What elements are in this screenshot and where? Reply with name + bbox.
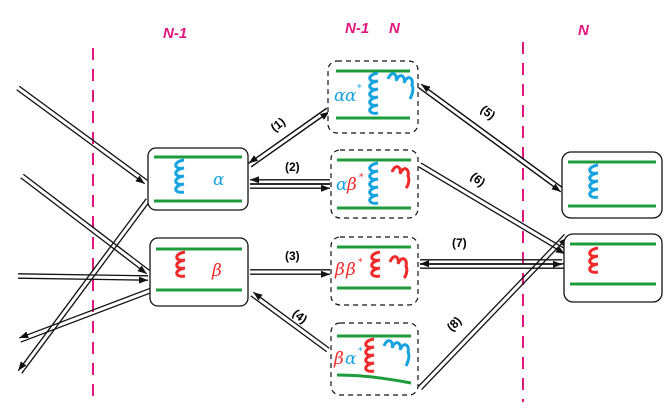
arrow-label-6: (6) xyxy=(468,169,488,189)
arrow-8 xyxy=(421,237,569,390)
gluon-red-icon xyxy=(175,250,186,278)
gluon-red-arc-icon xyxy=(388,255,409,280)
mid-label-a: β xyxy=(334,260,345,280)
arrow-label-8: (8) xyxy=(444,314,464,334)
arrows xyxy=(16,83,569,390)
mid-box-ba: β α * xyxy=(330,322,419,396)
header-mid-left: N-1 xyxy=(345,20,369,37)
arrow-out-1 xyxy=(21,200,151,374)
arrow-in-beta xyxy=(20,177,148,275)
arrow-in-flat xyxy=(17,276,148,284)
left-box-alpha: α xyxy=(147,147,249,211)
mid-label-a: β xyxy=(333,349,344,369)
arrow-8 xyxy=(417,234,565,387)
arrow-4 xyxy=(252,291,330,349)
gluon-red-icon xyxy=(588,246,599,274)
arrow-out-2 xyxy=(18,287,152,339)
arrow-6 xyxy=(418,166,566,255)
arrow-label-7: (7) xyxy=(452,236,467,250)
right-box-red xyxy=(563,233,663,303)
mid-box-aa: α α * xyxy=(327,60,419,134)
arrow-label-1: (1) xyxy=(268,115,288,135)
gluon-red-icon xyxy=(370,250,381,278)
arrow-label-4: (4) xyxy=(290,306,310,326)
right-box-blue xyxy=(561,151,663,219)
gluon-red-icon xyxy=(364,337,375,373)
mid-box-ab: α β * xyxy=(330,149,419,219)
gluon-blue-arc-icon xyxy=(386,72,415,100)
arrow-in-alpha xyxy=(18,85,148,181)
arrow-5-back xyxy=(418,87,562,193)
arrow-5-back xyxy=(420,83,564,189)
star-label: * xyxy=(358,347,363,357)
beta-label: β xyxy=(211,261,222,281)
mid-label-a: α xyxy=(334,86,346,106)
header-right: N xyxy=(578,22,590,39)
mid-box-bb: β β * xyxy=(330,236,419,306)
arrow-4 xyxy=(250,295,328,353)
star-label: * xyxy=(357,84,362,94)
arrow-in-beta xyxy=(22,173,150,271)
alpha-label: α xyxy=(213,170,225,190)
mid-label-a: α xyxy=(336,175,348,195)
gluon-blue-arc-icon xyxy=(382,339,411,367)
arrow-1-back xyxy=(250,111,330,168)
arrow-in-flat xyxy=(18,273,149,277)
header-left: N-1 xyxy=(163,25,187,42)
arrow-6 xyxy=(420,162,568,251)
arrow-out-1 xyxy=(17,198,147,372)
arrow-label-2: (2) xyxy=(285,160,300,174)
mid-label-b: α xyxy=(345,86,357,106)
gluon-blue-icon xyxy=(174,158,185,194)
arrow-label-5: (5) xyxy=(478,102,498,122)
gluon-blue-icon xyxy=(368,71,379,115)
gluon-red-arc-icon xyxy=(390,165,411,190)
arrow-1-back xyxy=(248,107,328,164)
star-label: * xyxy=(358,258,363,268)
mid-label-b: β xyxy=(346,175,357,195)
arrow-label-3: (3) xyxy=(285,249,300,263)
header-mid-right: N xyxy=(389,20,401,37)
mid-label-b: β xyxy=(345,260,356,280)
star-label: * xyxy=(359,173,364,183)
mid-label-b: α xyxy=(345,349,357,369)
arrow-in-alpha xyxy=(16,89,146,185)
gluon-blue-icon xyxy=(368,161,379,205)
gluon-blue-icon xyxy=(588,163,599,199)
arrow-out-2 xyxy=(20,291,154,343)
left-box-beta: β xyxy=(149,237,249,307)
